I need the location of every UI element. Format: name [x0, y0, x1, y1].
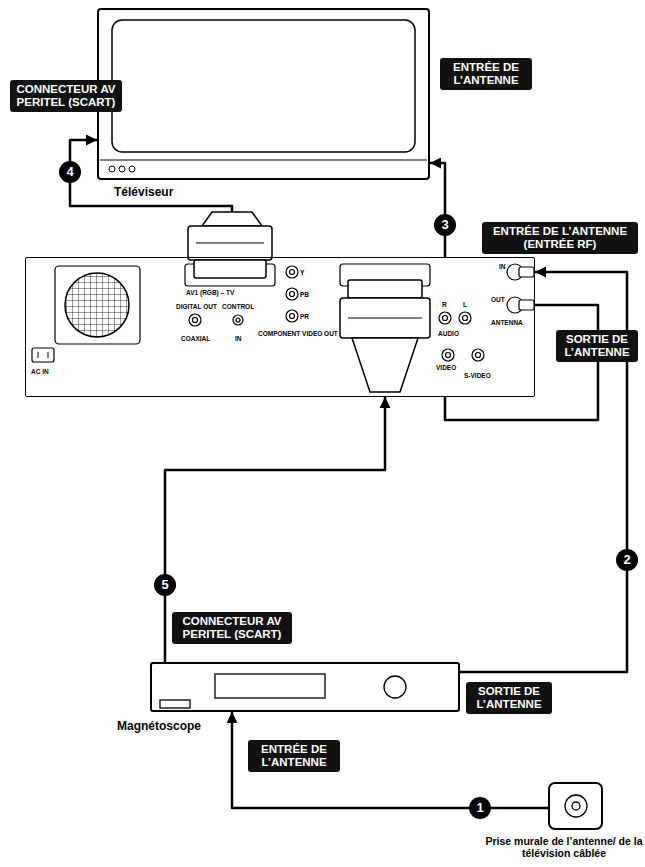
recorder-rear-panel [26, 258, 534, 396]
device-box: Prise murale de l’antenne/ de la télévis… [548, 782, 603, 830]
cable [232, 712, 548, 808]
callout-number: 4 [59, 161, 81, 183]
panel-marking: OUT [491, 296, 505, 303]
scart-plug [188, 212, 272, 278]
callout-number: 2 [616, 549, 638, 571]
connector-tag: ENTRÉE DE L’ANTENNE (ENTRÉE RF) [482, 222, 638, 254]
device-name: Magnétoscope [117, 720, 201, 733]
panel-marking: AC IN [31, 368, 49, 375]
panel-marking: S-VIDEO [464, 372, 491, 379]
panel-marking: AV1 (RGB) – TV [186, 289, 234, 296]
panel-marking: COAXIAL [181, 335, 210, 342]
device-box: Téléviseur [97, 8, 430, 180]
wall-socket-drawing [565, 795, 587, 817]
connector-tag: CONNECTEUR AV PERITEL (SCART) [172, 612, 292, 644]
panel-marking: COMPONENT VIDEO OUT [258, 330, 338, 337]
device-name: Prise murale de l’antenne/ de la télévis… [483, 836, 645, 859]
device-name: Téléviseur [114, 186, 173, 199]
panel-marking: R [442, 301, 447, 308]
connector-tag: ENTRÉE DE L’ANTENNE [248, 740, 340, 772]
panel-marking: PB [300, 291, 309, 298]
connector-tag: ENTRÉE DE L’ANTENNE [440, 58, 532, 90]
panel-marking: L [463, 301, 467, 308]
tv-drawing [100, 20, 427, 172]
callout-number: 5 [154, 574, 176, 596]
vcr-drawing [160, 674, 406, 708]
scart-plug [340, 280, 430, 392]
connector-tag: SORTIE DE L’ANTENNE [556, 330, 638, 362]
panel-marking: ANTENNA [491, 319, 523, 326]
panel-marking: Y [300, 269, 304, 276]
panel-marking: IN [235, 335, 242, 342]
device-box: Magnétoscope [150, 662, 460, 712]
device-box: AC IN AV1 (RGB) – TV DIGITAL OUT COAXIAL CON… [25, 257, 535, 397]
cable [165, 397, 385, 662]
callout-number: 1 [469, 797, 491, 819]
panel-marking: AUDIO [438, 330, 459, 337]
connector-tag: SORTIE DE L’ANTENNE [466, 682, 552, 714]
panel-marking: IN [499, 263, 506, 270]
panel-marking: VIDEO [436, 364, 456, 371]
panel-marking: DIGITAL OUT [176, 303, 217, 310]
panel-marking: CONTROL [222, 303, 254, 310]
panel-marking: PR [300, 313, 309, 320]
callout-number: 3 [434, 214, 456, 236]
connector-tag: CONNECTEUR AV PERITEL (SCART) [10, 80, 122, 112]
